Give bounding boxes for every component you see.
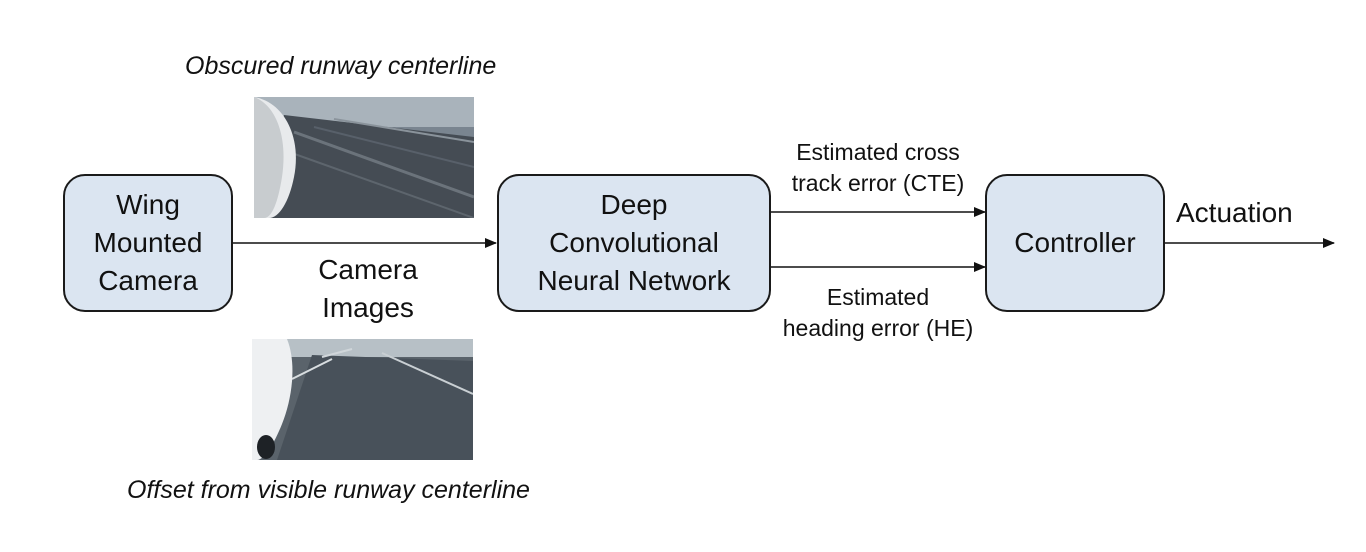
runway-image-offset	[252, 339, 473, 460]
box-line: Convolutional	[549, 227, 719, 258]
caption-obscured-centerline: Obscured runway centerline	[185, 52, 497, 80]
runway-image-obscured	[254, 97, 474, 218]
label-line: Estimated cross	[796, 139, 960, 165]
label-actuation: Actuation	[1176, 197, 1293, 228]
caption-offset-centerline: Offset from visible runway centerline	[127, 476, 530, 504]
box-line: Deep	[600, 189, 668, 220]
label-line: Camera	[318, 254, 418, 285]
label-line: track error (CTE)	[791, 170, 965, 196]
runway-image-offset-graphic	[252, 339, 473, 460]
box-line: Mounted	[93, 227, 203, 258]
box-line: Neural Network	[537, 265, 731, 296]
box-line: Camera	[98, 265, 198, 296]
runway-image-obscured-graphic	[254, 97, 474, 218]
label-line: Images	[322, 292, 414, 323]
wing-mounted-camera-box: Wing Mounted Camera	[63, 174, 233, 312]
deep-cnn-box: Deep Convolutional Neural Network	[497, 174, 771, 312]
label-line: Estimated	[826, 284, 930, 310]
label-estimated-he: Estimated heading error (HE)	[758, 282, 998, 344]
box-line: Wing	[116, 189, 180, 220]
label-camera-images: Camera Images	[300, 251, 436, 327]
label-line: heading error (HE)	[782, 315, 974, 341]
controller-box: Controller	[985, 174, 1165, 312]
box-line: Controller	[1014, 227, 1136, 258]
label-estimated-cte: Estimated cross track error (CTE)	[758, 137, 998, 199]
